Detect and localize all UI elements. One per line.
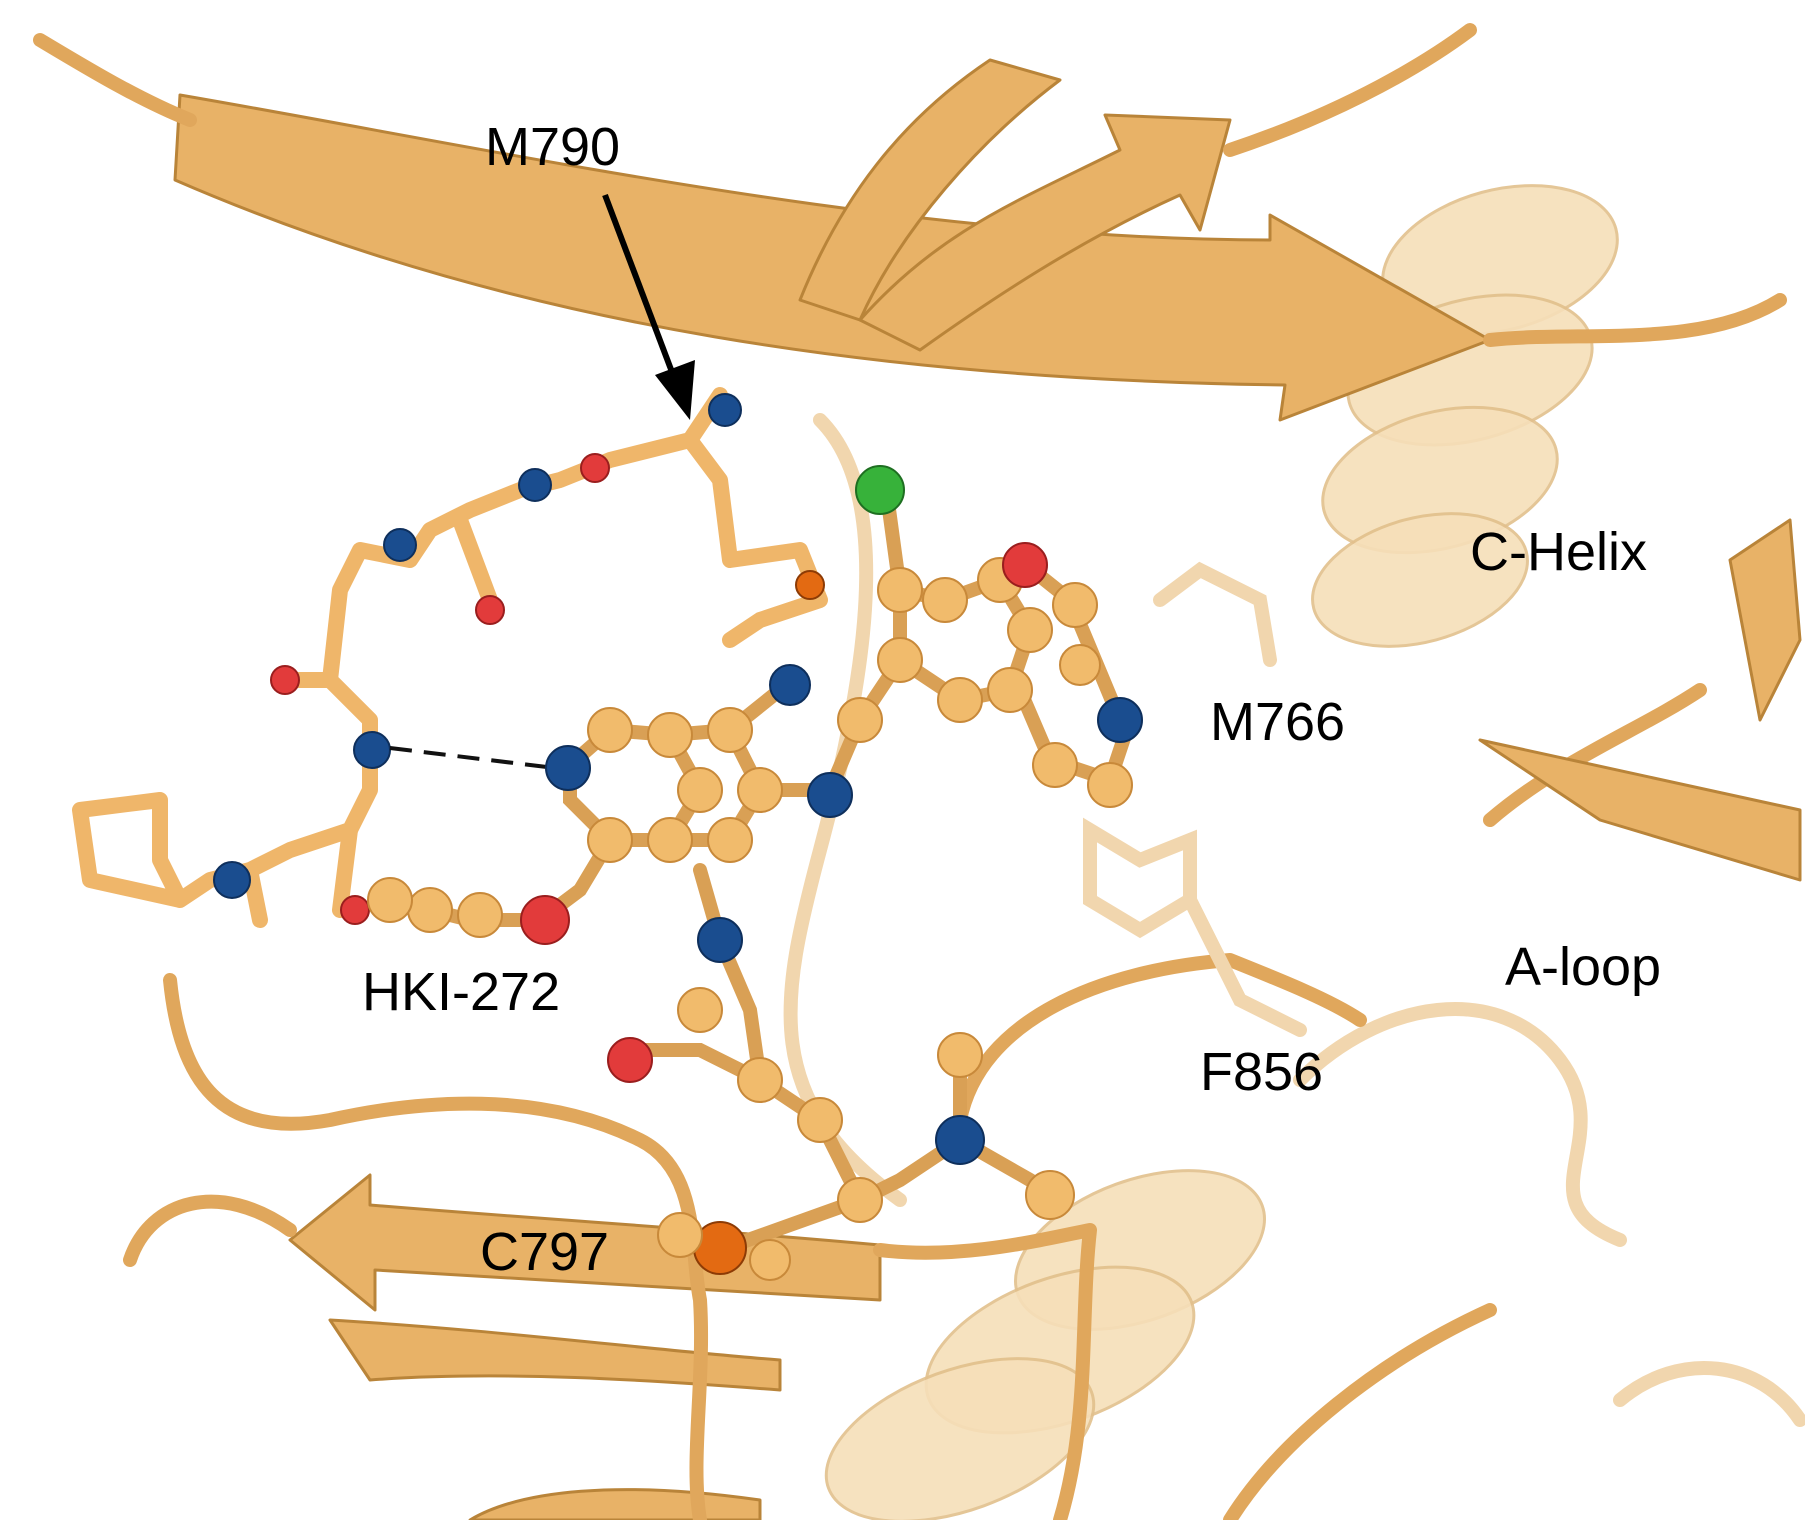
m790-pointer-arrow <box>602 193 695 420</box>
hinge-region-atoms <box>213 393 825 925</box>
f856-residue <box>1083 817 1307 1037</box>
f856-label: F856 <box>1200 1042 1323 1102</box>
background-coils <box>783 413 1805 1427</box>
a-loop-ribbon <box>1478 518 1802 882</box>
hki-272-label: HKI-272 <box>362 962 560 1022</box>
bottom-coils <box>123 953 1497 1520</box>
hydrogen-bond-dashed-line <box>389 746 556 770</box>
m790-label: M790 <box>485 117 620 177</box>
top-coils <box>33 23 1787 827</box>
c797-label: C797 <box>480 1222 609 1282</box>
hki-272-ligand <box>367 465 1143 1281</box>
bottom-beta-sheet <box>288 1173 882 1520</box>
ligand-bonds <box>383 473 1137 1258</box>
lower-helix-ribbon <box>824 1169 1266 1520</box>
a-loop-label: A-loop <box>1505 937 1661 997</box>
ligand-atoms <box>367 465 1143 1281</box>
m766-label: M766 <box>1210 692 1345 752</box>
c-helix-ribbon <box>1311 184 1619 648</box>
m766-residue <box>1153 561 1277 667</box>
top-beta-sheet <box>173 58 1492 422</box>
c-helix-label: C-Helix <box>1470 522 1647 582</box>
